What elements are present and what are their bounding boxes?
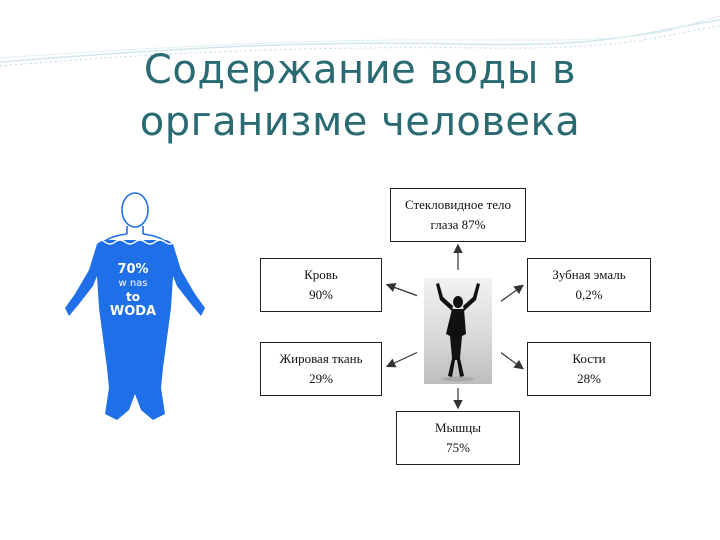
title-line-2: организме человека — [139, 99, 581, 145]
box-vitreous-body: Стекловидное тело глаза 87% — [390, 188, 526, 242]
box-fat-name: Жировая ткань — [279, 351, 363, 366]
decorative-waves — [0, 15, 720, 67]
box-fat-tissue: Жировая ткань 29% — [260, 342, 382, 396]
water-label-line-3: to — [126, 290, 140, 304]
box-bones: Кости 28% — [527, 342, 651, 396]
box-blood-name: Кровь — [304, 267, 338, 282]
water-label-line-4: WODA — [109, 304, 157, 319]
box-enamel-value: 0,2% — [575, 287, 603, 302]
human-body-silhouette — [65, 192, 205, 420]
arrow-to-fat — [385, 351, 419, 368]
box-muscle-name: Мышцы — [435, 420, 481, 435]
water-percentage-label: 70% w nas to WODA — [98, 262, 168, 319]
box-blood: Кровь 90% — [260, 258, 382, 312]
water-label-line-1: 70% — [117, 262, 149, 277]
man-photo — [424, 278, 492, 384]
box-bone-value: 28% — [577, 371, 601, 386]
box-bone-name: Кости — [572, 351, 606, 366]
man-silhouette-icon — [436, 283, 480, 382]
page-title: Содержание воды в организме человека — [60, 44, 660, 148]
box-enamel-name: Зубная эмаль — [552, 267, 626, 282]
title-line-1: Содержание воды в — [143, 47, 577, 93]
box-muscles: Мышцы 75% — [396, 411, 520, 465]
arrow-to-bone — [499, 351, 524, 370]
box-fat-value: 29% — [309, 371, 333, 386]
box-blood-value: 90% — [309, 287, 333, 302]
box-vitreous-name: Стекловидное тело — [404, 197, 512, 212]
box-muscle-value: 75% — [446, 440, 470, 455]
water-label-line-2: w nas — [118, 278, 148, 289]
box-tooth-enamel: Зубная эмаль 0,2% — [527, 258, 651, 312]
arrow-to-blood — [385, 282, 419, 297]
box-vitreous-value: глаза 87% — [430, 217, 486, 232]
arrow-to-enamel — [499, 284, 524, 303]
